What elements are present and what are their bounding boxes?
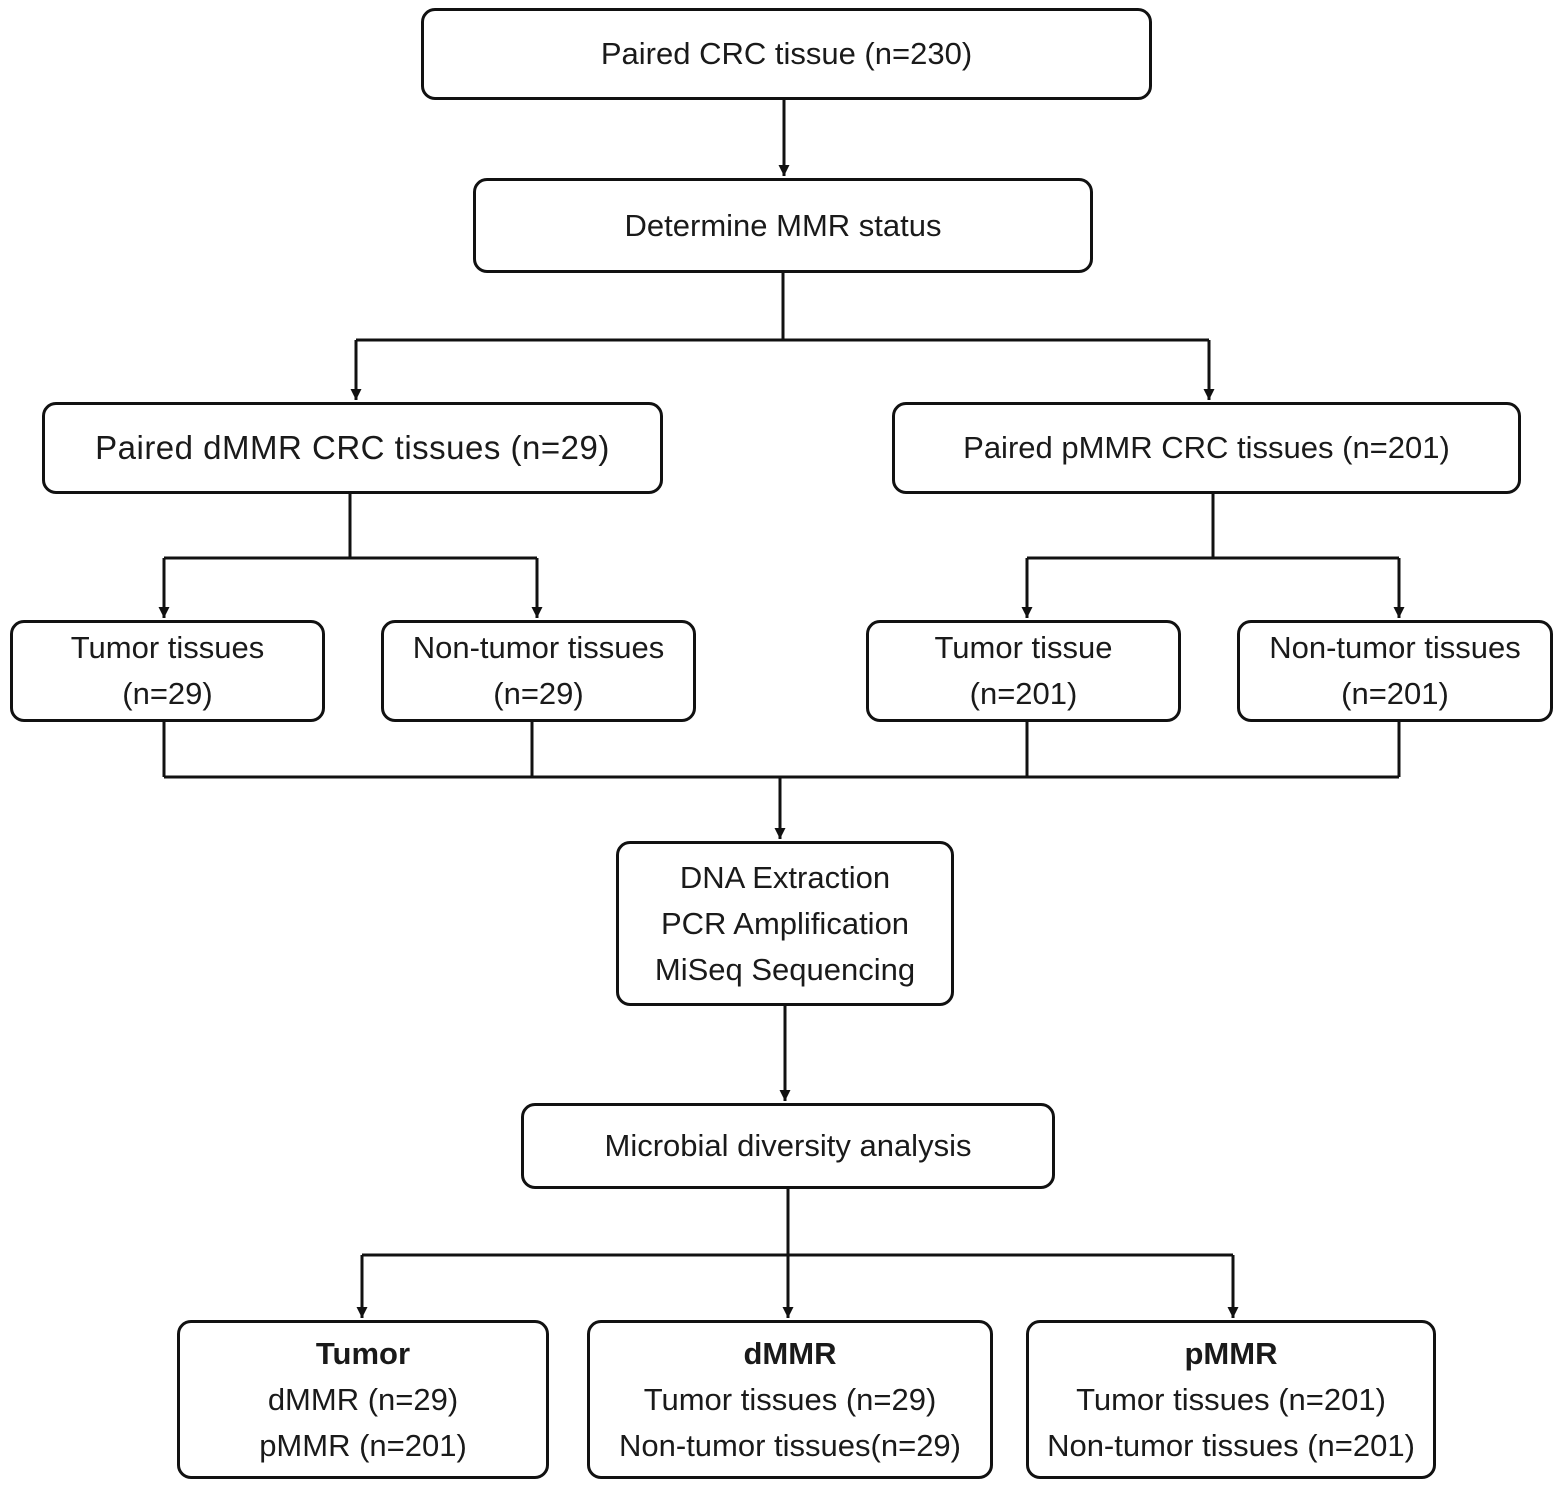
dmmr-tumor-count: (n=29)	[122, 676, 213, 711]
pmmr-tumor-label: Tumor tissue	[934, 630, 1113, 665]
processing-step-pcr: PCR Amplification	[660, 905, 910, 941]
pmmr-nontumor-label: Non-tumor tissues	[1269, 630, 1521, 665]
microbial-analysis-box: Microbial diversity analysis	[521, 1103, 1055, 1189]
group-dmmr-line-2: Non-tumor tissues(n=29)	[619, 1427, 961, 1463]
group-tumor-line-1: dMMR (n=29)	[267, 1381, 459, 1417]
group-tumor-box: Tumor dMMR (n=29) pMMR (n=201)	[177, 1320, 549, 1479]
dmmr-nontumor-count: (n=29)	[493, 676, 584, 711]
pmmr-nontumor-box: Non-tumor tissues (n=201)	[1237, 620, 1553, 722]
group-dmmr-line-1: Tumor tissues (n=29)	[643, 1381, 937, 1417]
group-tumor-heading: Tumor	[315, 1335, 411, 1371]
pmmr-paired-box: Paired pMMR CRC tissues (n=201)	[892, 402, 1521, 494]
group-pmmr-heading: pMMR	[1184, 1335, 1278, 1371]
group-pmmr-line-1: Tumor tissues (n=201)	[1076, 1381, 1386, 1417]
group-tumor-line-2: pMMR (n=201)	[259, 1427, 467, 1463]
processing-box: DNA Extraction PCR Amplification MiSeq S…	[616, 841, 954, 1006]
group-pmmr-box: pMMR Tumor tissues (n=201) Non-tumor tis…	[1026, 1320, 1436, 1479]
pmmr-nontumor-count: (n=201)	[1341, 676, 1449, 711]
group-dmmr-heading: dMMR	[743, 1335, 837, 1371]
mmr-status-box: Determine MMR status	[473, 178, 1093, 273]
group-pmmr-line-2: Non-tumor tissues (n=201)	[1047, 1427, 1415, 1463]
root-box: Paired CRC tissue (n=230)	[421, 8, 1152, 100]
pmmr-tumor-count: (n=201)	[969, 676, 1078, 711]
processing-step-dna: DNA Extraction	[679, 859, 891, 895]
group-dmmr-box: dMMR Tumor tissues (n=29) Non-tumor tiss…	[587, 1320, 993, 1479]
dmmr-nontumor-label: Non-tumor tissues	[412, 630, 665, 665]
microbial-analysis-label: Microbial diversity analysis	[604, 1128, 972, 1163]
dmmr-tumor-box: Tumor tissues (n=29)	[10, 620, 325, 722]
dmmr-tumor-label: Tumor tissues	[70, 630, 265, 665]
processing-step-miseq: MiSeq Sequencing	[654, 951, 916, 987]
pmmr-tumor-box: Tumor tissue (n=201)	[866, 620, 1181, 722]
mmr-status-label: Determine MMR status	[624, 207, 942, 243]
pmmr-paired-label: Paired pMMR CRC tissues (n=201)	[963, 430, 1450, 465]
dmmr-nontumor-box: Non-tumor tissues (n=29)	[381, 620, 696, 722]
root-label: Paired CRC tissue (n=230)	[600, 36, 973, 71]
dmmr-paired-label: Paired dMMR CRC tissues (n=29)	[95, 429, 610, 466]
dmmr-paired-box: Paired dMMR CRC tissues (n=29)	[42, 402, 663, 494]
